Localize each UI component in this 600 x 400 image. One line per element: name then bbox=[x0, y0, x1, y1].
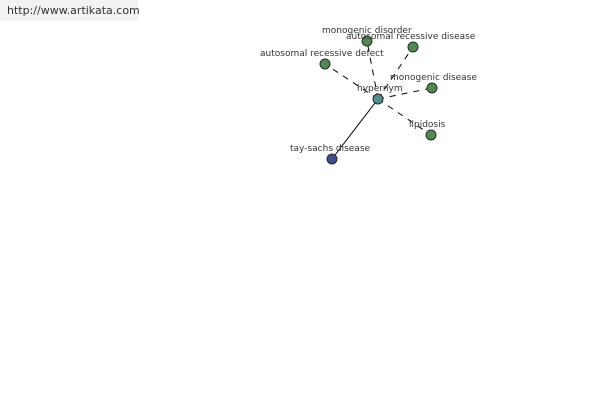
node-autosomal-recessive-defect[interactable] bbox=[319, 58, 331, 70]
node-tay-sachs-disease[interactable] bbox=[326, 153, 338, 165]
edge-lipidosis bbox=[377, 98, 432, 136]
node-monogenic-disorder[interactable] bbox=[361, 35, 373, 47]
node-label-autosomal-recessive-defect[interactable]: autosomal recessive defect bbox=[260, 49, 384, 59]
node-center-hypernym[interactable] bbox=[372, 93, 384, 105]
node-label-tay-sachs-disease[interactable]: tay-sachs disease bbox=[290, 144, 371, 154]
edge-tay-sachs-disease bbox=[331, 98, 379, 160]
node-monogenic-disease[interactable] bbox=[426, 82, 438, 94]
edge-monogenic-disease bbox=[377, 87, 433, 100]
url-bar: http://www.artikata.com bbox=[0, 0, 140, 21]
edge-autosomal-recessive-defect bbox=[324, 63, 379, 100]
edge-autosomal-recessive-disease bbox=[377, 46, 414, 100]
node-label-monogenic-disorder[interactable]: monogenic disorder bbox=[322, 26, 412, 36]
node-label-center-hypernym[interactable]: hypernym bbox=[357, 84, 403, 94]
node-label-monogenic-disease[interactable]: monogenic disease bbox=[390, 73, 477, 83]
graph-edges bbox=[324, 40, 433, 160]
edge-monogenic-disorder bbox=[366, 40, 379, 100]
url-link[interactable]: http://www.artikata.com bbox=[7, 4, 140, 17]
node-label-lipidosis[interactable]: lipidosis bbox=[409, 120, 446, 130]
node-lipidosis[interactable] bbox=[425, 129, 437, 141]
node-label-autosomal-recessive-disease[interactable]: autosomal recessive disease bbox=[346, 32, 476, 42]
node-autosomal-recessive-disease[interactable] bbox=[407, 41, 419, 53]
